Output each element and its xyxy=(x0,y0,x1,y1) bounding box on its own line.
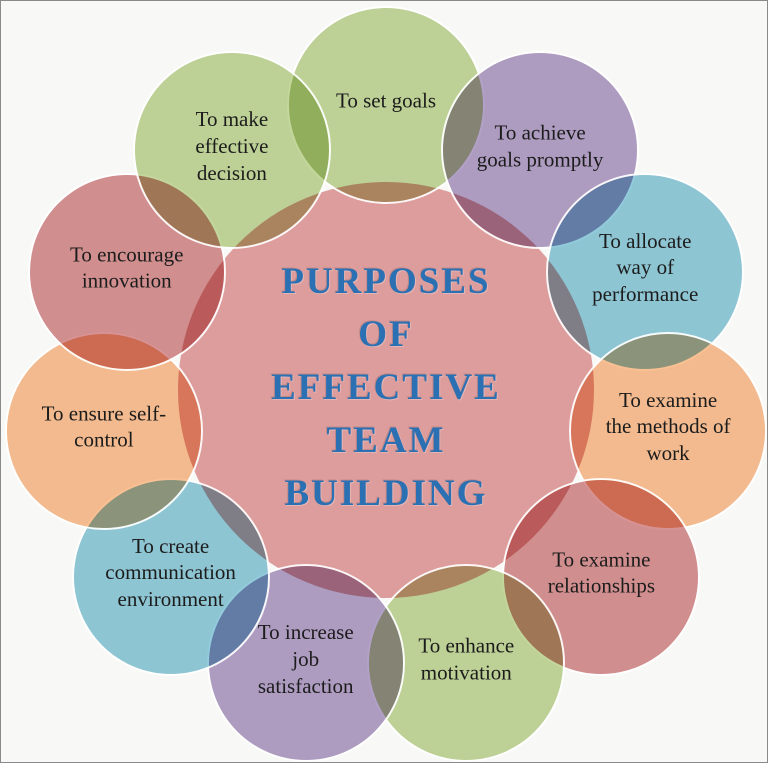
purpose-label-line: To encourage xyxy=(70,241,184,266)
purpose-label-line: To enhance xyxy=(418,633,515,658)
purpose-label-line: goals promptly xyxy=(476,147,604,172)
purpose-label-line: relationships xyxy=(547,573,656,598)
purpose-label-line: To allocate xyxy=(599,228,692,253)
title-line: EFFECTIVE xyxy=(271,367,501,408)
purpose-label-line: innovation xyxy=(81,268,172,293)
purpose-label-line: To examine xyxy=(618,387,718,412)
purpose-label-line: performance xyxy=(592,281,699,306)
purpose-label-line: satisfaction xyxy=(257,673,354,698)
purpose-label-1: To set goals xyxy=(336,88,436,115)
purpose-label-line: To examine xyxy=(552,546,651,571)
purpose-label-line: communication xyxy=(105,560,236,585)
purpose-label-line: way of xyxy=(616,255,675,280)
purpose-label-line: To ensure self- xyxy=(41,400,167,425)
purpose-label-9: To ensure self-control xyxy=(42,400,166,453)
purpose-label-line: To achieve xyxy=(494,120,586,145)
purpose-label-line: job xyxy=(292,647,320,672)
purpose-label-line: control xyxy=(74,427,134,452)
purpose-label-line: work xyxy=(646,440,690,465)
purpose-label-line: environment xyxy=(117,586,224,611)
purpose-label-line: decision xyxy=(196,160,267,185)
diagram-title: PURPOSES OF EFFECTIVE TEAM BUILDING xyxy=(178,255,594,520)
purpose-label-line: To make xyxy=(195,107,269,132)
title-line: TEAM xyxy=(326,420,446,461)
purpose-circle-11 xyxy=(132,51,331,250)
purpose-label-line: To increase xyxy=(257,620,354,645)
title-line: OF xyxy=(358,314,414,355)
purpose-label-line: To create xyxy=(131,533,210,558)
title-line: PURPOSES xyxy=(281,261,491,302)
purpose-label-line: the methods of xyxy=(605,414,731,439)
purpose-circle-fill xyxy=(134,53,329,248)
title-line: BUILDING xyxy=(284,473,488,514)
purpose-label-line: effective xyxy=(195,133,269,158)
purpose-label-line: To set goals xyxy=(335,88,437,113)
purpose-label-line: motivation xyxy=(420,660,512,685)
